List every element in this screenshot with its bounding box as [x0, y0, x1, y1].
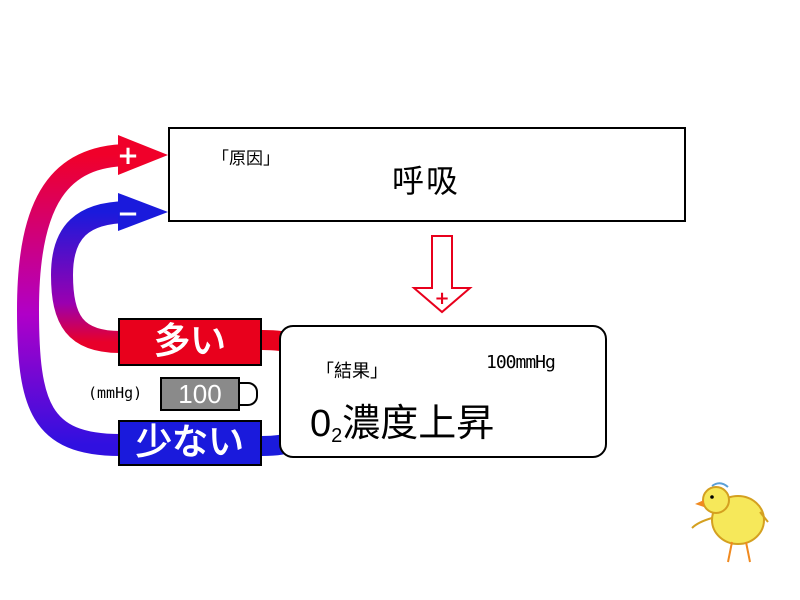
battery-cap — [238, 382, 258, 406]
down-arrow-sign: + — [434, 288, 449, 309]
cause-tag: 「原因」 — [212, 149, 280, 169]
down-arrow-icon: + — [411, 235, 473, 314]
low-label: 少ない — [118, 420, 262, 466]
result-title-sub: 2 — [331, 425, 343, 447]
result-title: 02濃度上昇 — [310, 392, 494, 448]
feedback-arrow-plus-icon: + — [16, 135, 168, 456]
plus-sign: + — [117, 141, 139, 171]
minus-sign: − — [117, 199, 139, 229]
meter-value: 100 — [178, 378, 222, 409]
cause-title: 呼吸 — [392, 162, 461, 200]
meter-unit: (mmHg) — [88, 384, 143, 402]
cause-box — [168, 127, 686, 222]
chick-doodle-icon — [691, 482, 769, 563]
result-value: 100mmHg — [486, 352, 556, 373]
result-tag: 「結果」 — [316, 361, 388, 382]
high-label: 多い — [118, 318, 262, 366]
result-title-prefix: 0 — [310, 403, 332, 445]
battery-meter-icon: 100 — [160, 377, 240, 411]
result-box — [279, 325, 607, 458]
feedback-arrow-minus-icon: − — [50, 193, 168, 353]
result-title-suffix: 濃度上昇 — [342, 401, 495, 445]
